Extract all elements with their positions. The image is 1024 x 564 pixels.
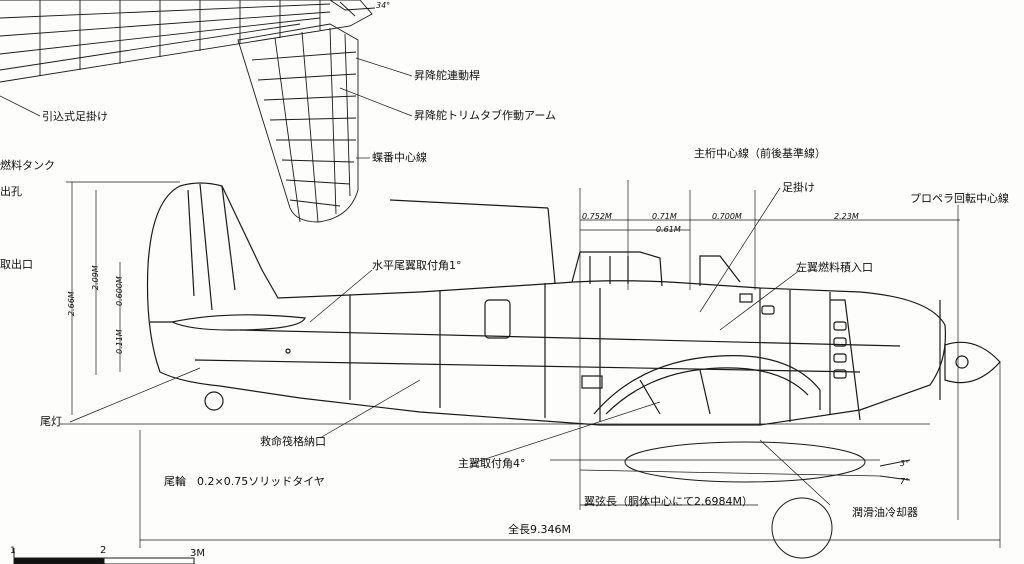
label-foot-step: 足掛け [782,181,815,194]
label-raft-stowage: 救命筏格納口 [260,435,326,448]
label-elevator-link: 昇降舵連動桿 [414,69,480,82]
label-hinge-centerline: 蝶番中心線 [372,151,427,164]
scale-mark-2: 2 [100,545,107,556]
label-outlet-hole: 出孔 [0,185,22,198]
label-wing-angle: 主翼取付角4° [458,457,526,470]
dim-ang3: 7° [900,477,910,486]
label-outlet: 取出口 [0,258,33,271]
dim-d4: 2.23M [834,212,859,221]
underside-details [624,441,911,559]
label-tail-light: 尾灯 [40,415,62,428]
label-elevator-trim-arm: 昇降舵トリムタブ作動アーム [414,109,557,122]
dim-d2: 0.71M [652,212,677,221]
label-main-spar-centerline: 主桁中心線（前後基準線） [694,147,826,160]
dimension-lines [0,57,1001,548]
label-left-fuel-filler: 左翼燃料積入口 [796,261,873,274]
dim-h3: 0.600M [115,276,124,306]
dim-ang2: 3° [900,459,910,468]
label-prop-axis: プロペラ回転中心線 [910,192,1009,205]
label-overall-length: 全長9.346M [508,523,571,536]
wing-plan-view [0,0,376,83]
dim-d3: 0.700M [712,212,742,221]
label-stab-angle: 水平尾翼取付角1° [372,259,462,272]
fuselage-outline [146,182,1001,426]
dim-ang1: 34° [376,1,391,10]
scale-mark-3: 3M [190,548,205,559]
dim-d1: 0.752M [582,212,612,221]
label-tail-wheel: 尾輪 0.2×0.75ソリッドタイヤ [164,475,325,488]
dim-d5: 0.61M [656,225,681,234]
dim-h1: 2.66M [67,291,76,316]
label-wing-chord: 翼弦長（胴体中心にて2.6984M） [584,495,753,508]
dim-h2: 2.09M [91,265,100,290]
label-fuel-tank: 燃料タンク [0,159,55,172]
scale-bar [13,548,195,564]
label-retract-step: 引込式足掛け [42,110,108,123]
label-oil-cooler: 潤滑油冷却器 [852,506,918,519]
elevator-plan-view [237,23,359,223]
dim-h4: 0.11M [115,329,124,354]
scale-mark-1: 1 [10,546,16,556]
